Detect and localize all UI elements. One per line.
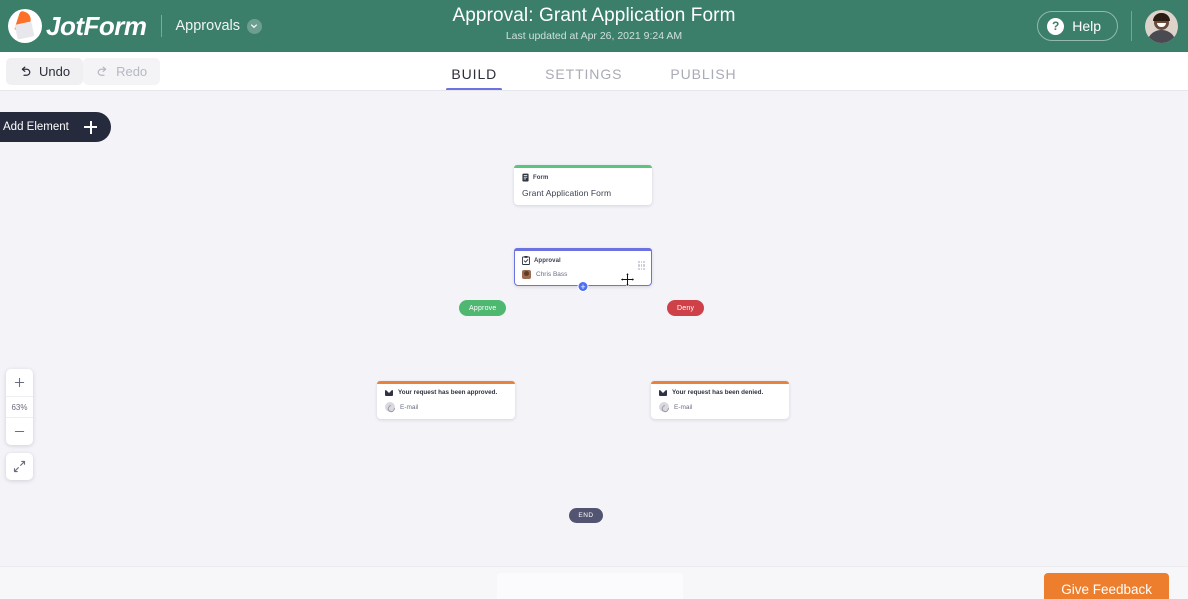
approvals-menu[interactable]: Approvals xyxy=(176,18,262,34)
edit-toolbar: Undo Redo xyxy=(0,52,1188,91)
undo-button[interactable]: Undo xyxy=(6,58,84,85)
node-body: Approval Chris Bass xyxy=(514,251,652,286)
node-body: Form Grant Application Form xyxy=(514,168,652,205)
tab-build[interactable]: BUILD xyxy=(427,66,521,91)
node-kind-row: Form xyxy=(522,173,644,182)
node-kind-row: Approval xyxy=(522,256,644,265)
add-element-label: Add Element xyxy=(3,121,69,133)
brand-logo[interactable]: JotForm xyxy=(0,9,147,43)
zoom-in-button[interactable] xyxy=(6,369,33,396)
fit-to-screen-button[interactable] xyxy=(6,453,33,480)
branch-label-deny[interactable]: Deny xyxy=(667,300,705,316)
node-approval[interactable]: Approval Chris Bass + xyxy=(514,248,652,292)
undo-arrow-icon xyxy=(21,66,31,76)
header-divider-right xyxy=(1131,11,1132,41)
avatar[interactable] xyxy=(1145,9,1178,43)
denied-message: Your request has been denied. xyxy=(672,389,764,396)
node-denied-email[interactable]: Your request has been denied. E-mail xyxy=(651,381,789,419)
node-body: Your request has been approved. E-mail xyxy=(377,384,515,419)
email-circle-icon xyxy=(659,402,669,412)
main-tabs: BUILD SETTINGS PUBLISH xyxy=(0,52,1188,91)
tab-settings[interactable]: SETTINGS xyxy=(545,66,623,82)
node-body: Your request has been denied. E-mail xyxy=(651,384,789,419)
plus-icon xyxy=(14,377,25,388)
form-document-icon xyxy=(522,173,529,182)
help-label: Help xyxy=(1072,18,1101,34)
denied-channel: E-mail xyxy=(674,403,693,411)
plus-icon[interactable] xyxy=(77,113,105,141)
branch-label-approve[interactable]: Approve xyxy=(459,300,507,316)
redo-button[interactable]: Redo xyxy=(83,58,161,85)
email-circle-icon xyxy=(385,402,395,412)
tabs-bottom-border xyxy=(0,90,1188,91)
approved-message: Your request has been approved. xyxy=(398,389,498,396)
flow-canvas[interactable]: Form Grant Application Form Approval xyxy=(0,91,1188,566)
jotform-logo-icon xyxy=(8,9,42,43)
form-title: Grant Application Form xyxy=(522,188,612,198)
bottom-panel-edge xyxy=(497,573,683,599)
minus-icon xyxy=(14,430,25,433)
logo-text: JotForm xyxy=(46,10,147,41)
denied-channel-row: E-mail xyxy=(659,402,781,412)
node-approved-email[interactable]: Your request has been approved. E-mail xyxy=(377,381,515,419)
undo-label: Undo xyxy=(39,64,71,79)
envelope-icon xyxy=(659,389,667,396)
node-form[interactable]: Form Grant Application Form xyxy=(514,165,652,205)
header-divider xyxy=(160,15,162,37)
add-branch-badge[interactable]: + xyxy=(577,281,589,292)
approval-assignee-row: Chris Bass xyxy=(522,270,644,279)
assignee-avatar xyxy=(522,270,531,279)
move-cursor-icon xyxy=(620,272,635,287)
redo-arrow-icon xyxy=(97,66,107,76)
drag-grip-icon[interactable] xyxy=(638,261,645,270)
approved-channel-row: E-mail xyxy=(385,402,507,412)
node-accent-bar xyxy=(514,248,652,251)
header-actions: ? Help xyxy=(1037,0,1188,52)
chevron-down-icon[interactable] xyxy=(246,18,262,34)
node-kind-label: Approval xyxy=(534,257,561,264)
zoom-level-label: 63% xyxy=(6,396,33,418)
add-element-button[interactable]: Add Element xyxy=(0,112,111,142)
fit-to-screen-icon xyxy=(13,460,26,473)
help-button[interactable]: ? Help xyxy=(1037,11,1118,41)
tab-publish[interactable]: PUBLISH xyxy=(670,66,737,82)
top-header: JotForm Approvals Approval: Grant Applic… xyxy=(0,0,1188,52)
clipboard-check-icon xyxy=(522,256,530,265)
node-kind-label: Form xyxy=(533,174,549,181)
avatar-smile xyxy=(1157,22,1166,27)
question-mark-icon: ? xyxy=(1047,17,1065,35)
node-end[interactable]: END xyxy=(569,508,603,523)
zoom-controls: 63% xyxy=(6,369,33,445)
approved-message-row: Your request has been approved. xyxy=(385,389,507,396)
zoom-out-button[interactable] xyxy=(6,418,33,445)
envelope-icon xyxy=(385,389,393,396)
give-feedback-button[interactable]: Give Feedback xyxy=(1044,573,1169,599)
avatar-hair xyxy=(1153,12,1170,21)
approval-assignee: Chris Bass xyxy=(536,271,568,278)
avatar-body xyxy=(1147,29,1176,43)
node-accent-bar xyxy=(377,381,515,384)
redo-label: Redo xyxy=(116,64,148,79)
node-accent-bar xyxy=(514,165,652,168)
denied-message-row: Your request has been denied. xyxy=(659,389,781,396)
approved-channel: E-mail xyxy=(400,403,419,411)
node-accent-bar xyxy=(651,381,789,384)
approvals-label: Approvals xyxy=(175,18,240,34)
